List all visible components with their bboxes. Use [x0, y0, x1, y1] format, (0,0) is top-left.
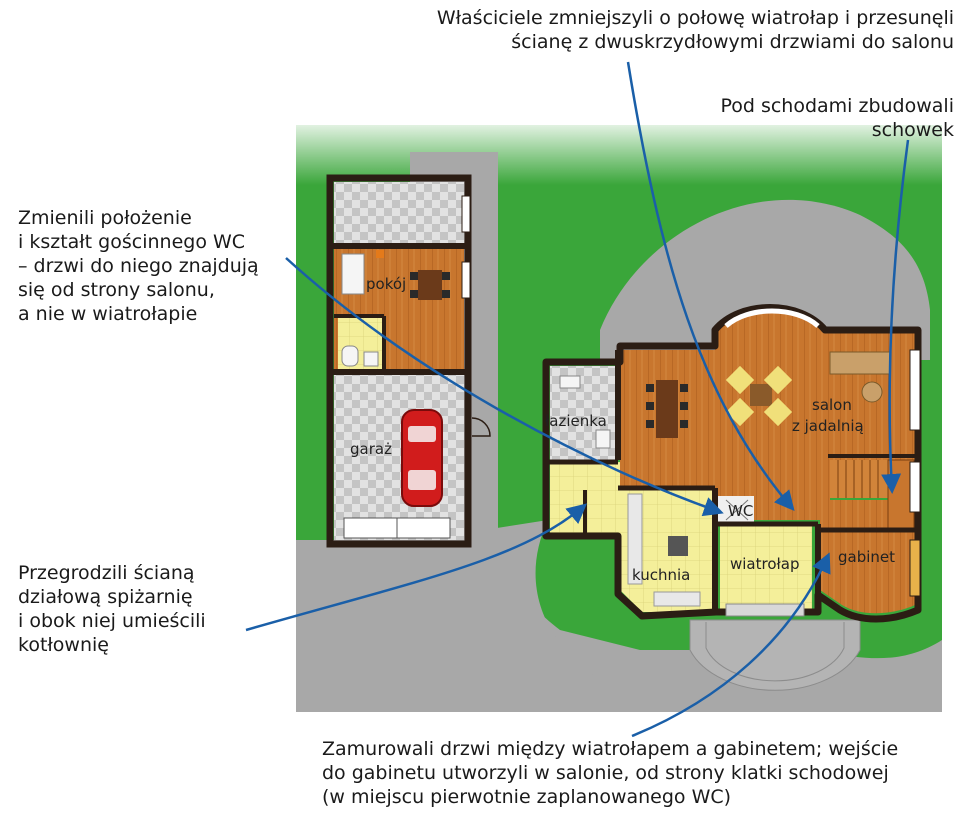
annotation-line: Przegrodzili ścianą [18, 562, 195, 584]
arrow-guest-wc [285, 257, 724, 517]
annotation-line: do gabinetu utworzyli w salonie, od stro… [322, 762, 889, 784]
main-house [542, 304, 922, 623]
annotation-line: a nie w wiatrołapie [18, 303, 198, 325]
room-label-kuchnia: kuchnia [632, 566, 690, 584]
annotation-line: ścianę z dwuskrzydłowymi drzwiami do sal… [511, 31, 954, 53]
room-label-salon: salon [812, 396, 852, 414]
room-label-lazienka: łazienka [545, 412, 607, 430]
annotation-storage: Pod schodami zbudowali schowek [720, 94, 954, 142]
arrow-study-door [631, 552, 831, 738]
room-label-wiatrolap: wiatrołap [730, 555, 800, 573]
annotation-line: i kształt gościnnego WC [18, 231, 246, 253]
room-label-wc: WC [728, 502, 753, 520]
annotation-line: – drzwi do niego znajdują [18, 255, 259, 277]
annotation-line: (w miejscu pierwotnie zaplanowanego WC) [322, 786, 732, 808]
annotation-line: Pod schodami zbudowali [720, 95, 954, 117]
room-label-pokoj: pokój [366, 275, 406, 293]
annotation-study-door: Zamurowali drzwi między wiatrołapem a ga… [322, 737, 898, 809]
annotation-line: Zamurowali drzwi między wiatrołapem a ga… [322, 738, 899, 760]
room-label-salon-jadalnia: z jadalnią [792, 417, 864, 435]
arrow-vestibule-wall [626, 61, 795, 512]
annotation-line: i obok niej umieścili [18, 610, 206, 632]
arrow-pantry [245, 503, 588, 632]
annotation-line: schowek [871, 119, 954, 141]
annotation-line: się od strony salonu, [18, 279, 215, 301]
entrance-drive [689, 619, 861, 691]
annotation-pantry: Przegrodzili ścianą działową spiżarnię i… [18, 561, 206, 657]
annotation-line: Zmienili położenie [18, 207, 192, 229]
room-label-gabinet: gabinet [838, 548, 895, 566]
callout-arrows [245, 61, 910, 738]
annotation-line: Właściciele zmniejszyli o połowę wiatroł… [436, 7, 954, 29]
garage-building [326, 174, 491, 548]
car-icon [401, 409, 443, 507]
annotation-vestibule: Właściciele zmniejszyli o połowę wiatroł… [437, 6, 954, 54]
annotation-guest-wc: Zmienili położenie i kształt gościnnego … [18, 206, 259, 326]
annotation-line: działową spiżarnię [18, 586, 193, 608]
annotation-line: kotłownię [18, 634, 109, 656]
arrow-storage-under-stairs [881, 139, 910, 494]
room-label-garaz: garaż [350, 440, 392, 458]
